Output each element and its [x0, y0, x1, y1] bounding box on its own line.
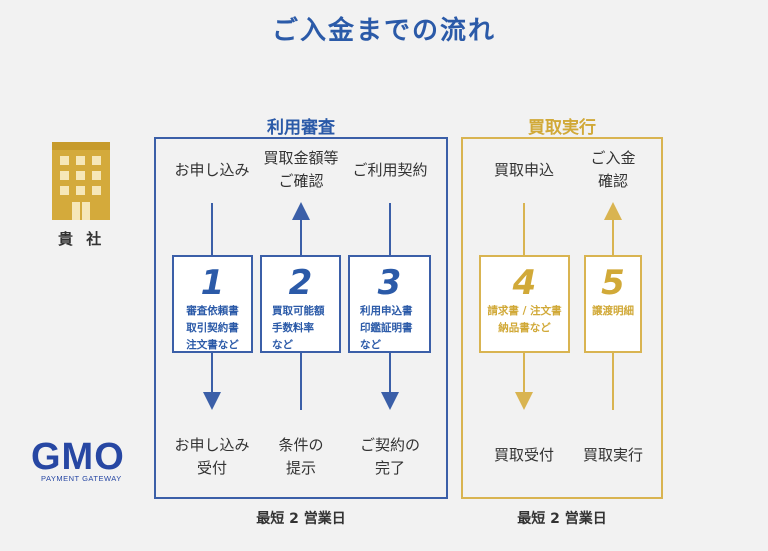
- step4-box: 4 請求書 / 注文書納品書など: [479, 255, 570, 353]
- review-section-frame: [154, 137, 448, 499]
- step4-bottom-label: 買取受付: [493, 446, 554, 464]
- company-label: 貴 社: [58, 230, 106, 248]
- step1-bottom-label: お申し込み受付: [174, 436, 250, 477]
- step2-top-label: 買取金額等ご確認: [263, 149, 339, 190]
- step4-top-label: 買取申込: [493, 161, 554, 179]
- purchase-section-label: 買取実行: [528, 118, 596, 138]
- review-duration: 最短 2 営業日: [256, 511, 346, 527]
- step1-top-label: お申し込み: [174, 161, 250, 179]
- gmo-logo: GMO: [31, 436, 125, 478]
- step2-bottom-label: 条件の提示: [278, 436, 324, 477]
- step5-top-label: ご入金確認: [590, 149, 636, 190]
- page-title: ご入金までの流れ: [271, 16, 496, 46]
- step3-details: 利用申込書印鑑証明書など: [360, 305, 413, 351]
- step3-top-label: ご利用契約: [352, 161, 428, 179]
- step4-details: 請求書 / 注文書納品書など: [487, 305, 562, 334]
- step5-number: 5: [601, 263, 625, 303]
- step3-box: 3 利用申込書印鑑証明書など: [348, 255, 431, 353]
- purchase-section-frame: [461, 137, 663, 499]
- step5-details: 譲渡明細: [592, 305, 634, 317]
- step1-box: 1 審査依頼書取引契約書注文書など: [172, 255, 253, 353]
- step5-bottom-label: 買取実行: [582, 446, 643, 464]
- purchase-duration: 最短 2 営業日: [517, 511, 607, 527]
- step3-bottom-label: ご契約の完了: [359, 436, 420, 477]
- step3-number: 3: [377, 263, 402, 303]
- step2-details: 買取可能額手数料率など: [272, 305, 325, 351]
- step4-number: 4: [512, 263, 537, 303]
- step1-number: 1: [200, 263, 225, 303]
- step5-box: 5 譲渡明細: [584, 255, 642, 353]
- step2-box: 2 買取可能額手数料率など: [260, 255, 341, 353]
- step2-number: 2: [288, 263, 313, 303]
- review-section-label: 利用審査: [267, 118, 335, 138]
- building-icon: [52, 142, 110, 220]
- gmo-subtitle: PAYMENT GATEWAY: [41, 474, 122, 483]
- step1-details: 審査依頼書取引契約書注文書など: [186, 305, 239, 351]
